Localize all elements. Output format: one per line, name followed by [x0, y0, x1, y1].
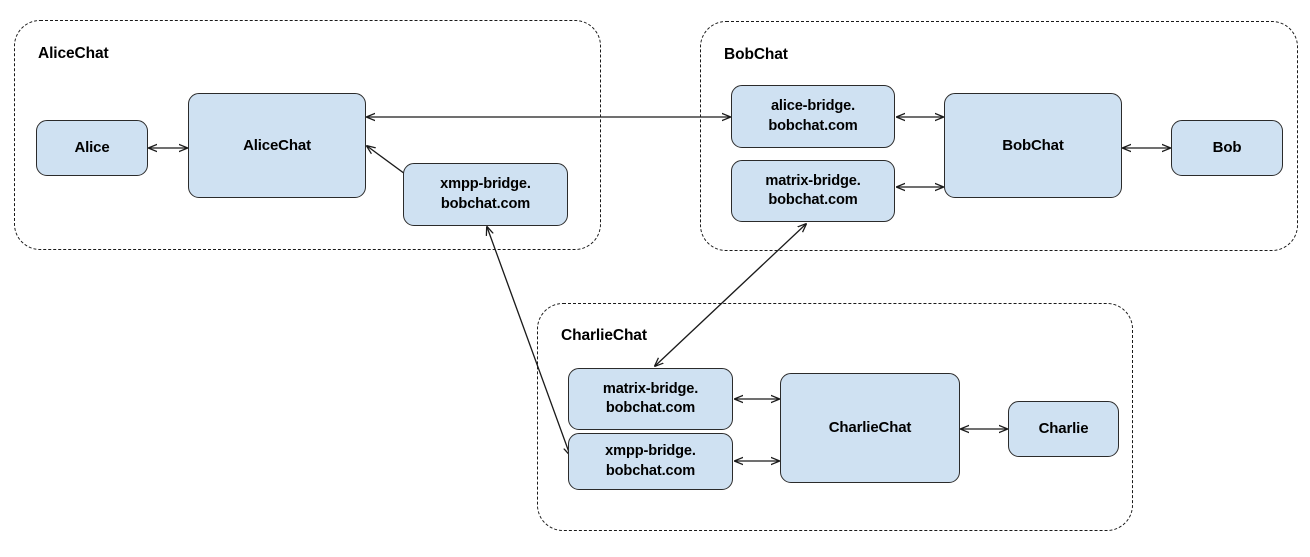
- node-label-bob-alicebridge: alice-bridge. bobchat.com: [768, 98, 858, 134]
- cluster-bobchat-cluster: [700, 21, 1298, 251]
- node-label-bob: Bob: [1212, 139, 1242, 157]
- node-bob-matrixbridge[interactable]: matrix-bridge. bobchat.com: [731, 160, 895, 222]
- node-charliechat[interactable]: CharlieChat: [780, 373, 960, 483]
- node-charlie-matrix[interactable]: matrix-bridge. bobchat.com: [568, 368, 733, 430]
- cluster-alicechat-cluster: [14, 20, 601, 250]
- node-label-bobchat: BobChat: [1002, 136, 1064, 154]
- cluster-label-bobchat-cluster: BobChat: [724, 46, 788, 63]
- node-charlie-xmpp[interactable]: xmpp-bridge. bobchat.com: [568, 433, 733, 490]
- node-charlie[interactable]: Charlie: [1008, 401, 1119, 457]
- node-label-charlie-matrix: matrix-bridge. bobchat.com: [602, 380, 699, 416]
- node-label-charlie-xmpp: xmpp-bridge. bobchat.com: [605, 443, 696, 479]
- node-alicechat[interactable]: AliceChat: [188, 93, 366, 198]
- node-label-alicechat: AliceChat: [243, 136, 311, 154]
- node-label-alice-xmpp: xmpp-bridge. bobchat.com: [440, 176, 531, 212]
- node-alice[interactable]: Alice: [36, 120, 148, 176]
- node-bob-alicebridge[interactable]: alice-bridge. bobchat.com: [731, 85, 895, 148]
- cluster-label-alicechat-cluster: AliceChat: [38, 45, 109, 62]
- node-bob[interactable]: Bob: [1171, 120, 1283, 176]
- node-label-alice: Alice: [74, 139, 110, 157]
- node-label-charliechat: CharlieChat: [828, 419, 912, 437]
- cluster-charliechat-cluster: [537, 303, 1133, 531]
- node-alice-xmpp[interactable]: xmpp-bridge. bobchat.com: [403, 163, 568, 226]
- cluster-label-charliechat-cluster: CharlieChat: [561, 327, 647, 344]
- node-label-charlie: Charlie: [1038, 420, 1089, 438]
- node-bobchat[interactable]: BobChat: [944, 93, 1122, 198]
- node-label-bob-matrixbridge: matrix-bridge. bobchat.com: [765, 172, 861, 208]
